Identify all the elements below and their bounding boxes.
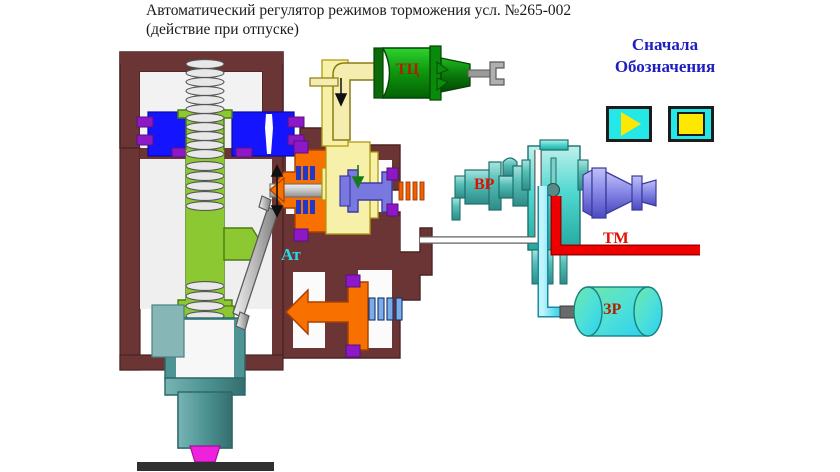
play-button[interactable] [606, 106, 652, 142]
header-line-2: Обозначения [614, 57, 716, 76]
page-title: Автоматический регулятор режимов торможе… [146, 1, 666, 39]
pipe-to-brake-cylinder [332, 62, 379, 141]
title-line-2: (действие при отпуске) [146, 21, 299, 38]
flow-arrow-down [334, 78, 348, 107]
play-icon [621, 112, 641, 136]
orange-piston-lower [285, 274, 403, 358]
stop-button-face [671, 109, 711, 139]
mid-spring [185, 161, 225, 211]
brake-cylinder [309, 45, 505, 101]
play-button-face [609, 109, 649, 139]
plunger-tip [189, 445, 221, 463]
piston-seals [136, 116, 305, 158]
pipe-red-brake-line [550, 196, 700, 256]
housing-pad [151, 304, 185, 358]
violet-valve [339, 165, 425, 217]
plunger [164, 317, 246, 463]
upper-spring [185, 59, 225, 159]
rail [137, 462, 274, 471]
stop-button[interactable] [668, 106, 714, 142]
header-line-1: Сначала [631, 35, 699, 54]
valve-spring [398, 181, 425, 201]
auxiliary-reservoir [559, 286, 663, 337]
title-line-1: Автоматический регулятор режимов торможе… [146, 2, 572, 19]
lower-piston-spring [368, 297, 403, 321]
packing-rings [296, 166, 315, 214]
stop-icon [677, 112, 705, 136]
